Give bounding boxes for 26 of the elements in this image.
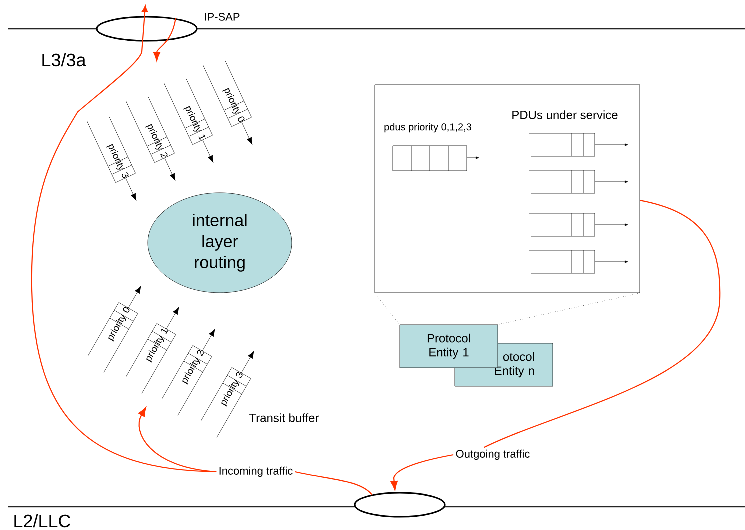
arrow bbox=[128, 286, 142, 308]
arrow bbox=[202, 329, 216, 352]
traffic-line bbox=[484, 200, 721, 448]
buffer-label: Transit buffer bbox=[249, 414, 320, 422]
layer-label: L3/3a bbox=[42, 53, 86, 67]
traffic-arrow bbox=[390, 454, 454, 490]
traffic-line bbox=[295, 471, 372, 496]
access-point-ellipse bbox=[96, 16, 198, 42]
arrow bbox=[241, 351, 254, 374]
queue-label: PDUs under service bbox=[512, 110, 618, 120]
sap-label: IP-SAP bbox=[205, 13, 240, 21]
arrow bbox=[126, 178, 137, 202]
queue-label: pdus priority 0,1,2,3 bbox=[384, 123, 472, 133]
layer-label: L2/LLC bbox=[14, 514, 71, 528]
entity-box: Protocol Entity 1 bbox=[400, 324, 498, 368]
arrow bbox=[242, 122, 253, 146]
traffic-label: Incoming traffic bbox=[220, 466, 293, 478]
arrow bbox=[202, 140, 214, 164]
access-point-ellipse bbox=[354, 492, 446, 518]
arrow bbox=[164, 158, 176, 182]
traffic-arrow bbox=[153, 18, 176, 62]
traffic-label: Outgoing traffic bbox=[456, 450, 530, 460]
arrow bbox=[166, 307, 180, 330]
leader-line bbox=[374, 293, 400, 325]
leader-line bbox=[498, 293, 640, 325]
traffic-arrow bbox=[138, 407, 217, 473]
